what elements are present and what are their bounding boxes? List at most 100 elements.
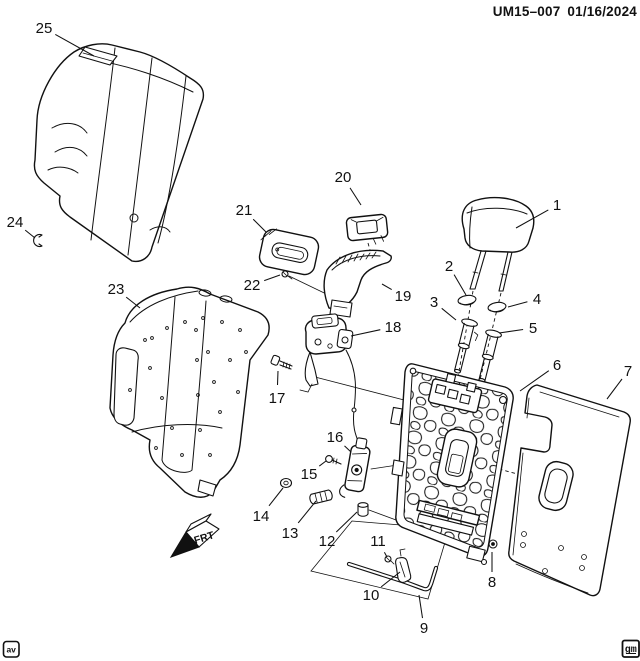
panel6-top-bracket: [427, 373, 483, 414]
frame-hole-dot: [148, 366, 152, 370]
left-badge-text: av: [6, 645, 16, 655]
frame-hole-dot: [201, 316, 205, 320]
callout-leader-16: [344, 445, 352, 453]
frt-arrowhead: [169, 531, 200, 558]
frame-hole-dot: [165, 326, 169, 330]
part-cable-striker: [339, 437, 371, 498]
part-grommet-left: [457, 294, 477, 306]
cover-outline: [33, 43, 205, 263]
callout-1: 1: [553, 197, 561, 214]
frame-hole-dot: [183, 320, 187, 324]
callout-23: 23: [108, 281, 125, 298]
callout-7: 7: [624, 363, 632, 380]
callout-9: 9: [420, 620, 428, 637]
part-latch-bolt: [270, 354, 293, 370]
part-seatback-panel: [390, 363, 514, 566]
callout-14: 14: [253, 508, 270, 525]
gm-logo-text: gm: [625, 645, 637, 656]
part-guide-sleeve-right: [478, 329, 502, 383]
part-push-clip: [309, 489, 333, 505]
trim-outline: [323, 249, 392, 310]
part-retainer-clip: [33, 233, 43, 248]
callout-11: 11: [370, 533, 386, 550]
callout-leader-4: [507, 301, 528, 308]
headrest-outline: [461, 196, 535, 253]
callout-8: 8: [488, 574, 496, 591]
callout-3: 3: [430, 294, 438, 311]
callout-leader-20: [349, 187, 362, 206]
frame-hole-dot: [180, 453, 184, 457]
part-handle-bezel: [258, 228, 320, 276]
part-release-rod: [346, 561, 439, 592]
callout-leader-3: [441, 307, 457, 321]
frame-hole-dot: [212, 380, 216, 384]
part-guide-sleeve-left: [453, 318, 479, 374]
callout-leader-22: [264, 274, 281, 282]
callout-leader-18: [350, 329, 381, 337]
callout-15: 15: [301, 466, 318, 483]
frame-hole-dot: [218, 410, 222, 414]
callout-12: 12: [319, 533, 336, 550]
callout-leader-1: [515, 209, 549, 229]
panel7-handle-cutout: [538, 460, 574, 512]
frame-hole-dot: [228, 358, 232, 362]
part-seatback-frame-pad: [109, 286, 270, 498]
callout-leader-24: [24, 229, 36, 239]
frame-hole-dot: [160, 396, 164, 400]
frame-hole-dot: [154, 446, 158, 450]
callout-leader-10: [380, 571, 401, 588]
part-latch-assembly: [299, 313, 361, 447]
part-seatback-cover: [33, 43, 205, 263]
frame-side-pocket: [113, 347, 139, 426]
frame-hole-dots: [128, 316, 248, 457]
callout-25: 25: [36, 20, 53, 37]
frt-direction-indicator: FRT: [169, 513, 220, 558]
callout-19: 19: [395, 288, 412, 305]
callout-leader-21: [252, 218, 267, 233]
part-grommet-nut: [279, 477, 293, 489]
callout-21: 21: [236, 202, 253, 219]
part-bezel-screw: [281, 270, 293, 280]
panel6-bottom-bracket: [416, 499, 481, 536]
callout-leader-13: [297, 500, 317, 524]
callout-17: 17: [269, 390, 286, 407]
callout-leader-11: [383, 552, 388, 558]
callout-leader-2: [453, 274, 467, 296]
callout-24: 24: [7, 214, 24, 231]
part-striker-bolt: [325, 455, 342, 465]
callout-2: 2: [445, 258, 453, 275]
left-plate-badge: av: [2, 640, 20, 658]
part-handle-screw: [384, 555, 395, 565]
frame-hole-dot: [198, 428, 202, 432]
part-trim-cover: [323, 249, 392, 318]
frame-hole-dot: [244, 350, 248, 354]
gm-logo-badge: gm: [621, 639, 640, 658]
part-release-handle: [395, 548, 412, 583]
callout-22: 22: [244, 277, 261, 294]
frame-hole-dot: [150, 336, 154, 340]
callout-leader-17: [276, 370, 279, 386]
callout-5: 5: [529, 320, 537, 337]
callout-20: 20: [335, 169, 352, 186]
frt-label: FRT: [193, 529, 217, 547]
frame-hole-dot: [143, 338, 147, 342]
frame-hole-dot: [206, 350, 210, 354]
frame-hole-dot: [194, 328, 198, 332]
callout-leader-19: [381, 283, 392, 291]
callout-10: 10: [363, 587, 380, 604]
part-grommet-right: [487, 301, 507, 313]
callout-leader-5: [498, 328, 524, 334]
frame-hole-dot: [238, 328, 242, 332]
callout-13: 13: [282, 525, 299, 542]
callout-leader-14: [268, 487, 284, 507]
callout-leader-23: [125, 296, 141, 309]
callout-16: 16: [327, 429, 344, 446]
callout-leader-6: [519, 370, 550, 392]
frame-hole-dot: [208, 453, 212, 457]
frame-hole-dot: [196, 393, 200, 397]
frame-hole-dot: [128, 388, 132, 392]
callout-leader-9: [418, 594, 424, 619]
